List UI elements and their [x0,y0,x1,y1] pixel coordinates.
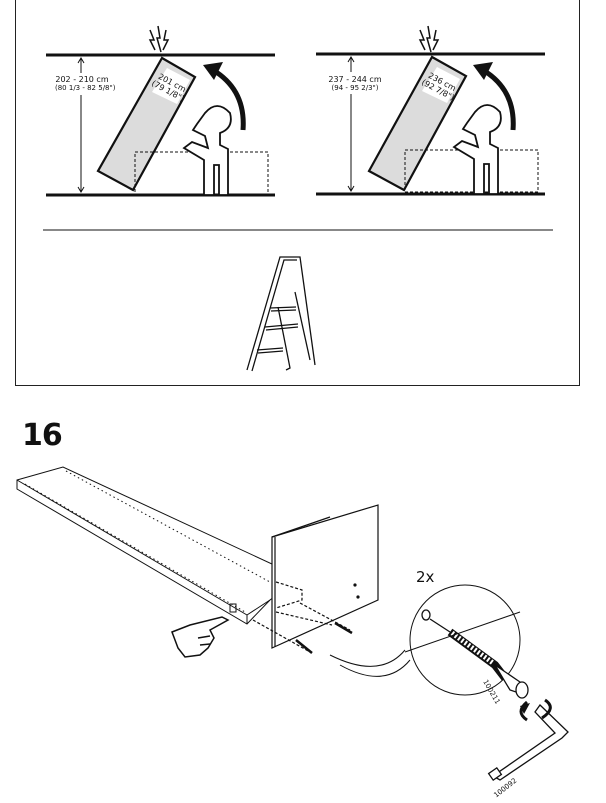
callout-cut-line [404,611,521,653]
rotate-arrow-icon [481,67,516,131]
detail-callout [409,584,521,696]
quantity-label: 2x [416,568,435,586]
side-panel [271,504,379,649]
stepladder-icon [246,256,316,372]
allen-key-icon [487,704,569,782]
impact-icon [148,25,170,53]
right-ceiling-height: 237 - 244 cm (94 - 95 2/3") [328,75,382,93]
pointing-hand-icon [171,616,230,658]
screw-detail [421,609,529,699]
left-ceiling-height: 202 - 210 cm (80 1/3 - 82 5/8") [55,75,116,93]
ceiling-height-cm: 237 - 244 cm [328,75,382,84]
step-number: 16 [22,418,63,453]
shelf-board [16,466,301,625]
rotate-arrow-icon [211,67,246,131]
ceiling-height-in: (94 - 95 2/3") [331,84,379,92]
right-raise-scene [316,25,545,196]
callout-leader [329,649,411,677]
screws [252,602,353,654]
ceiling-height-in: (80 1/3 - 82 5/8") [55,84,116,92]
ceiling-height-cm: 202 - 210 cm [55,75,109,84]
rotate-clockwise-icon [519,698,552,722]
impact-icon [418,25,440,53]
left-raise-scene [46,25,275,197]
safety-warning-panel [15,0,580,386]
